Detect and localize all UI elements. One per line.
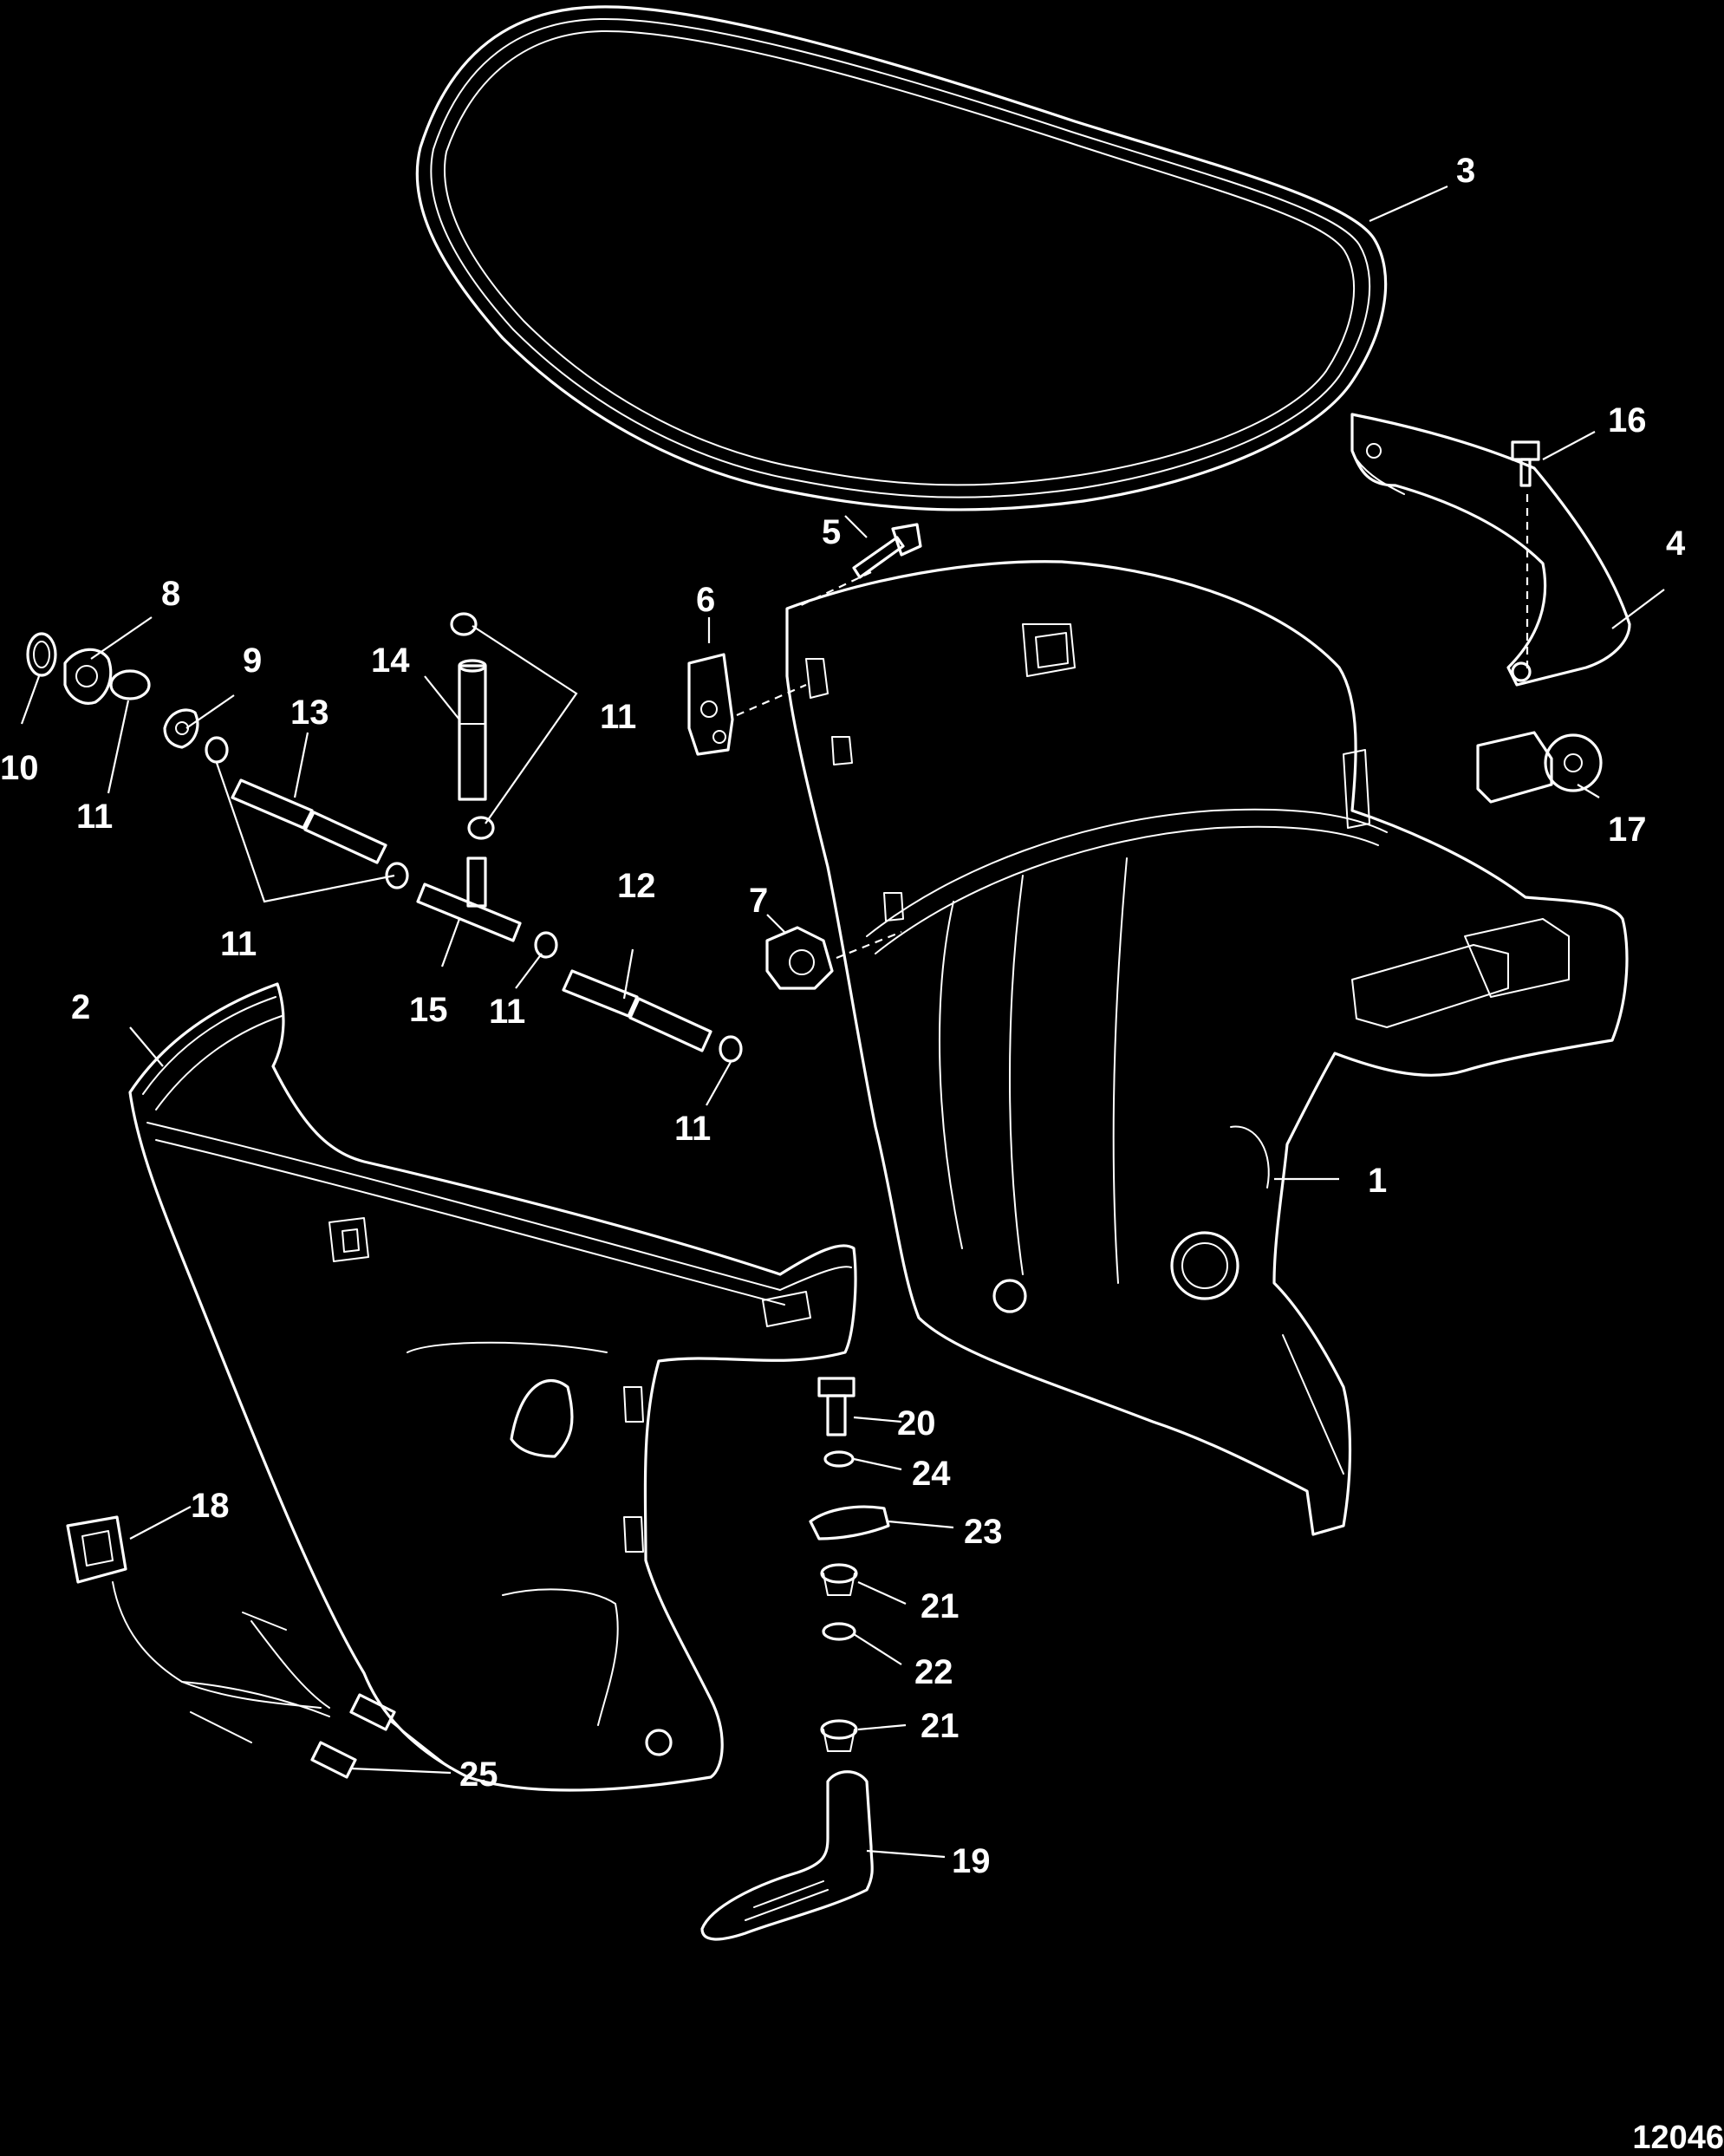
callout-5: 5 — [822, 513, 841, 551]
callout-labels: 1 2 3 4 5 6 7 8 9 10 11 11 11 11 11 12 1… — [0, 152, 1686, 1880]
screw-part-16 — [1511, 440, 1540, 487]
callout-23: 23 — [964, 1513, 1003, 1551]
hose-part-13 — [231, 778, 387, 864]
callout-20: 20 — [897, 1404, 936, 1443]
callout-6: 6 — [696, 581, 715, 619]
bushing-part-21 — [820, 1563, 858, 1752]
fitting-part-8 — [63, 648, 113, 705]
bolt-part-5 — [852, 523, 922, 579]
callout-2: 2 — [71, 988, 90, 1026]
assembly-dashed-lines — [736, 494, 1529, 960]
callout-24: 24 — [912, 1455, 951, 1493]
callout-11c: 11 — [220, 925, 257, 963]
hinge-part-6 — [687, 653, 734, 756]
hose-part-14 — [458, 659, 487, 801]
callout-17: 17 — [1608, 811, 1647, 849]
switch-part-17 — [1476, 731, 1603, 804]
callout-12: 12 — [617, 867, 656, 905]
washer-part-24 — [823, 1450, 855, 1468]
clamp-part-11 — [109, 612, 743, 1063]
handle-part-19 — [700, 1770, 874, 1941]
callout-1: 1 — [1368, 1162, 1387, 1200]
callout-10: 10 — [0, 749, 39, 787]
bracket-part-4 — [1350, 413, 1631, 687]
figure-id: 12046 — [1632, 2120, 1724, 2156]
bolt-part-20 — [817, 1377, 855, 1436]
callout-25: 25 — [459, 1755, 498, 1794]
callout-14: 14 — [371, 642, 410, 680]
callout-11a: 11 — [76, 798, 113, 836]
seal-part-3 — [415, 5, 1388, 511]
callout-22: 22 — [914, 1653, 953, 1691]
callout-13: 13 — [290, 694, 329, 732]
callout-4: 4 — [1666, 524, 1686, 563]
ring-part-22 — [822, 1622, 856, 1641]
callout-11b: 11 — [600, 698, 636, 736]
callout-3: 3 — [1456, 152, 1475, 190]
callout-21a: 21 — [921, 1587, 960, 1625]
fitting-part-9 — [163, 708, 199, 749]
connector-part-25 — [310, 1693, 396, 1779]
tee-part-15 — [416, 857, 522, 942]
lever-part-23 — [809, 1505, 890, 1540]
lower-cowl-part-2 — [128, 982, 857, 1792]
callout-18: 18 — [191, 1487, 230, 1525]
switch-part-18 — [66, 1515, 330, 1743]
hose-part-12 — [562, 969, 712, 1052]
lower-cowl-part-1 — [785, 560, 1629, 1536]
leader-lines — [20, 185, 1665, 1859]
latch-part-7 — [765, 926, 834, 990]
callout-15: 15 — [409, 991, 448, 1029]
callout-8: 8 — [161, 575, 180, 613]
callout-9: 9 — [243, 642, 262, 680]
ring-part-10 — [26, 632, 57, 677]
callout-7: 7 — [749, 882, 768, 920]
callout-11d: 11 — [489, 993, 525, 1031]
callout-21b: 21 — [921, 1707, 960, 1745]
callout-19: 19 — [952, 1842, 991, 1880]
callout-16: 16 — [1608, 401, 1647, 440]
callout-11e: 11 — [674, 1110, 711, 1148]
